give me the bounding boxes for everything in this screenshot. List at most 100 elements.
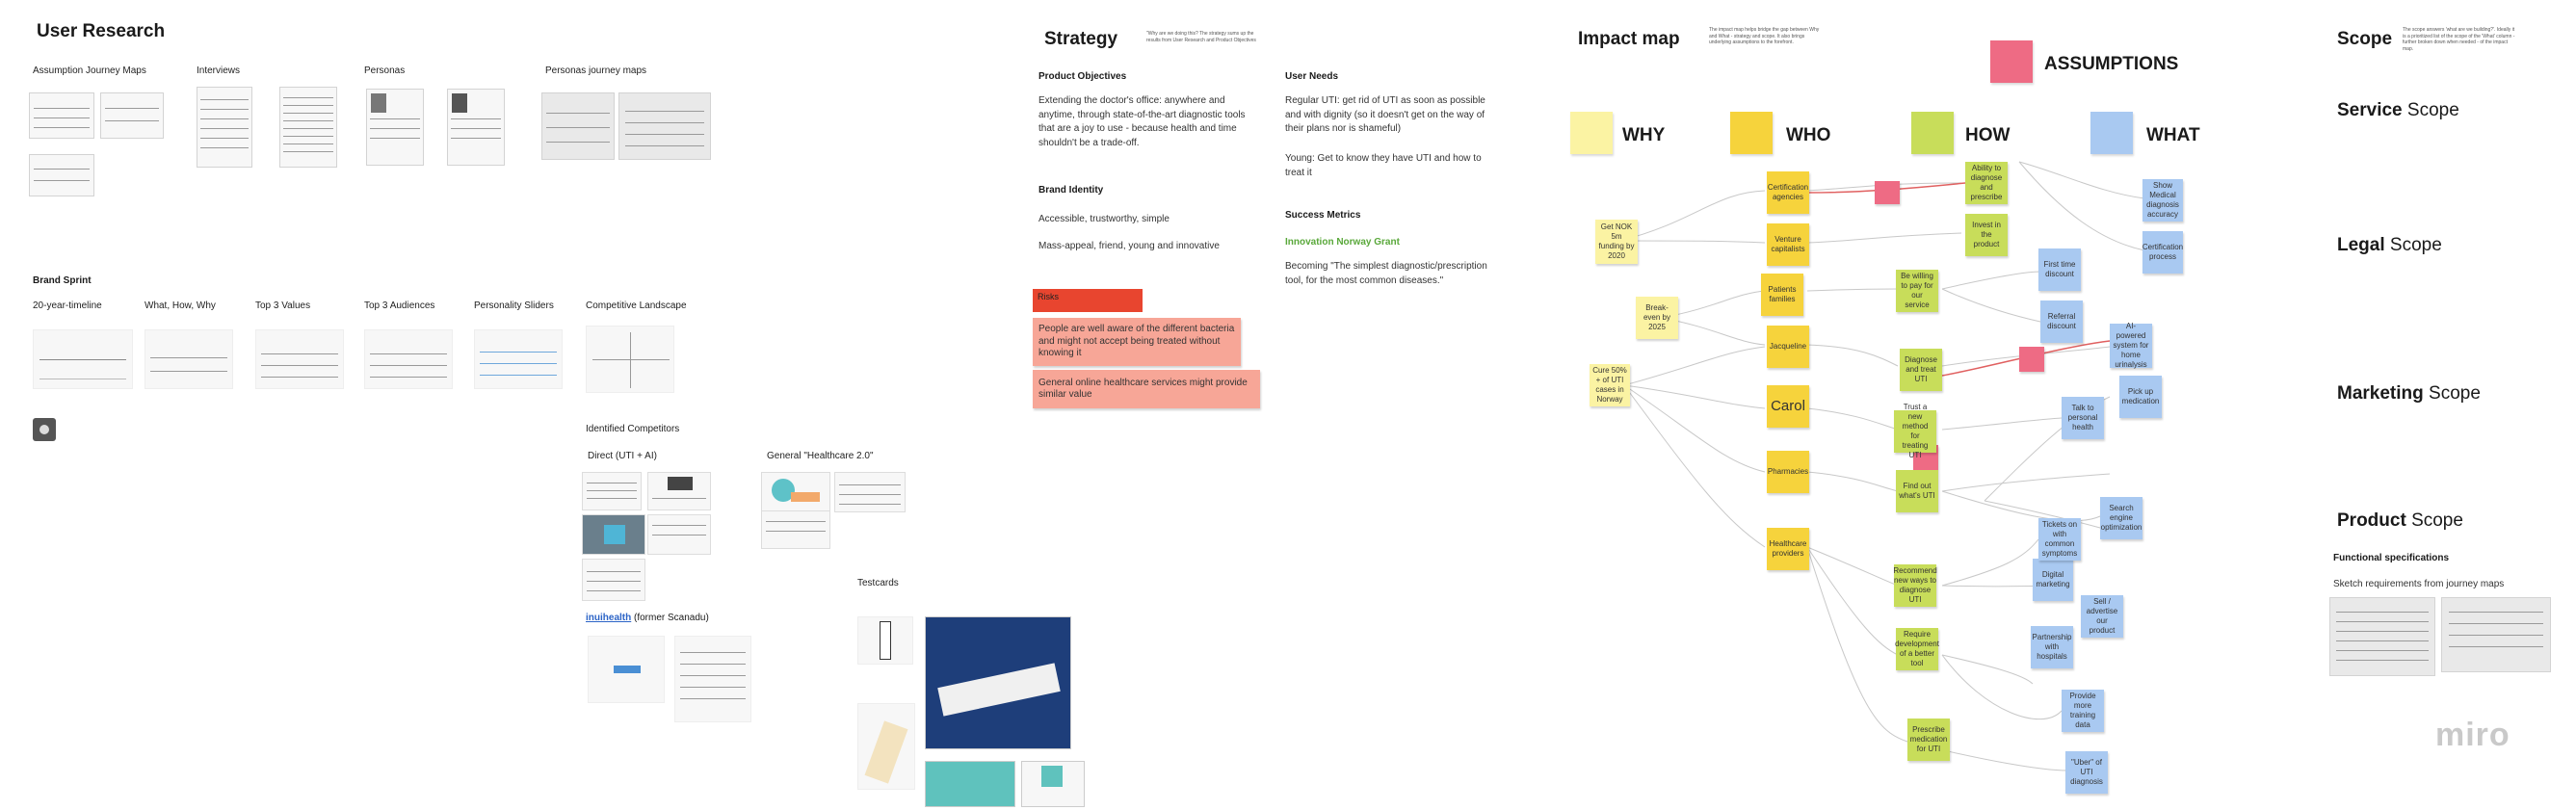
what-sticky[interactable]: Tickets on with common symptoms: [2038, 518, 2081, 561]
competitor-card-illustration[interactable]: [761, 472, 830, 512]
brand-identity-heading: Brand Identity: [1038, 185, 1104, 196]
what-sticky[interactable]: Digital marketing: [2033, 559, 2073, 601]
top-audiences-thumbnail[interactable]: [364, 329, 453, 389]
product-objectives-text: Extending the doctor's office: anywhere …: [1038, 95, 1246, 148]
inui-health-label: inuihealth (former Scanadu): [586, 613, 709, 623]
inui-app-thumbnail[interactable]: [674, 636, 751, 722]
what-sticky[interactable]: AI-powered system for home urinalysis: [2110, 322, 2152, 369]
what-sticky[interactable]: "Uber" of UTI diagnosis: [2065, 751, 2108, 794]
competitor-card[interactable]: [834, 472, 906, 512]
journey-map-thumbnail[interactable]: [29, 154, 94, 196]
product-scope-bold: Product: [2337, 510, 2406, 531]
how-sticky[interactable]: Invest in the product: [1965, 214, 2008, 256]
competitor-card[interactable]: [582, 559, 645, 601]
interview-notes-thumbnail[interactable]: [279, 87, 337, 168]
who-sticky[interactable]: Patients families: [1761, 274, 1803, 316]
marketing-scope-heading: Marketing Scope: [2337, 383, 2481, 405]
persona-journey-map-thumbnail[interactable]: [618, 92, 711, 160]
what-sticky[interactable]: Show Medical diagnosis accuracy: [2142, 179, 2183, 222]
user-needs-line: Young: Get to know they have UTI and how…: [1285, 153, 1482, 178]
who-sticky-carol[interactable]: Carol: [1767, 385, 1809, 428]
competitor-card[interactable]: [647, 472, 711, 510]
why-sticky[interactable]: Break-even by 2025: [1636, 297, 1678, 339]
competitive-landscape-thumbnail[interactable]: [586, 326, 674, 393]
product-objectives-heading: Product Objectives: [1038, 71, 1127, 82]
testcard-image[interactable]: [857, 616, 913, 665]
legal-scope-bold: Legal: [2337, 235, 2385, 255]
interview-notes-thumbnail[interactable]: [197, 87, 252, 168]
persona-card-thumbnail[interactable]: [447, 89, 505, 166]
brand-identity-line: Accessible, trustworthy, simple: [1038, 214, 1170, 224]
brand-sprint-item: Personality Sliders: [474, 300, 554, 311]
risks-label: Risks: [1033, 289, 1143, 312]
who-sticky[interactable]: Pharmacies: [1767, 451, 1809, 493]
how-sticky[interactable]: Prescribe medication for UTI: [1907, 719, 1950, 761]
how-sticky[interactable]: Ability to diagnose and prescribe: [1965, 162, 2008, 204]
who-sticky[interactable]: Jacqueline: [1767, 326, 1809, 368]
how-sticky[interactable]: Trust a new method for treating UTI: [1894, 403, 1936, 459]
assumption-sticky[interactable]: [1875, 181, 1900, 204]
testcard-package[interactable]: [1021, 761, 1085, 807]
what-sticky[interactable]: Pick up medication: [2119, 376, 2162, 418]
inui-logo-thumbnail[interactable]: [588, 636, 665, 703]
inui-health-suffix: (former Scanadu): [634, 613, 709, 623]
what-sticky[interactable]: Sell / advertise our product: [2081, 595, 2123, 638]
what-sticky[interactable]: Provide more training data: [2062, 690, 2104, 732]
journey-map-thumbnail[interactable]: [100, 92, 164, 139]
interviews-label: Interviews: [197, 65, 241, 76]
video-icon[interactable]: [33, 418, 56, 441]
user-research-title: User Research: [37, 21, 166, 41]
why-sticky[interactable]: Cure 50% + of UTI cases in Norway: [1590, 364, 1630, 406]
service-scope-bold: Service: [2337, 100, 2403, 120]
brand-sprint-item: What, How, Why: [145, 300, 216, 311]
assumption-sticky[interactable]: [2019, 347, 2044, 372]
what-sticky[interactable]: Partnership with hospitals: [2031, 626, 2073, 668]
testcard-photo[interactable]: [925, 616, 1071, 749]
sketch-thumbnail[interactable]: [2329, 597, 2435, 676]
testcard-package[interactable]: [925, 761, 1015, 807]
what-sticky[interactable]: First time discount: [2038, 248, 2081, 291]
who-sticky[interactable]: Healthcare providers: [1767, 528, 1809, 570]
persona-journey-map-thumbnail[interactable]: [541, 92, 615, 160]
how-sticky[interactable]: Recommend new ways to diagnose UTI: [1893, 564, 1937, 607]
success-metrics-heading: Success Metrics: [1285, 210, 1361, 221]
what-sticky[interactable]: Referral discount: [2040, 300, 2083, 343]
journey-map-thumbnail[interactable]: [29, 92, 94, 139]
risk-note[interactable]: People are well aware of the different b…: [1033, 318, 1241, 366]
why-sticky[interactable]: Get NOK 5m funding by 2020: [1595, 220, 1638, 264]
what-color-swatch: [2090, 112, 2133, 154]
competitor-card-photo[interactable]: [582, 514, 645, 555]
brand-sprint-item: 20-year-timeline: [33, 300, 102, 311]
impact-map-title: Impact map: [1578, 29, 1680, 49]
competitor-card[interactable]: [647, 514, 711, 555]
impact-map-note: The impact map helps bridge the gap betw…: [1709, 27, 1820, 45]
who-sticky[interactable]: Certification agencies: [1767, 171, 1809, 214]
what-sticky[interactable]: Talk to personal health: [2062, 397, 2104, 439]
what-sticky[interactable]: Certification process: [2142, 231, 2183, 274]
how-sticky[interactable]: Require development of a better tool: [1895, 628, 1939, 670]
testcard-image[interactable]: [857, 703, 915, 790]
top-values-thumbnail[interactable]: [255, 329, 344, 389]
how-sticky[interactable]: Diagnose and treat UTI: [1900, 349, 1942, 391]
how-sticky[interactable]: Find out what's UTI: [1896, 470, 1938, 512]
sketch-thumbnail[interactable]: [2441, 597, 2551, 672]
sketch-requirements-text: Sketch requirements from journey maps: [2333, 579, 2505, 589]
inui-health-link[interactable]: inuihealth: [586, 613, 632, 623]
who-sticky[interactable]: Venture capitalists: [1767, 223, 1809, 266]
timeline-thumbnail[interactable]: [33, 329, 133, 389]
what-heading: WHAT: [2146, 125, 2200, 145]
what-sticky[interactable]: Search engine optimization: [2100, 497, 2142, 539]
scope-word: Scope: [2406, 100, 2459, 120]
personality-sliders-thumbnail[interactable]: [474, 329, 563, 389]
competitor-card[interactable]: [761, 510, 830, 549]
what-how-why-thumbnail[interactable]: [145, 329, 233, 389]
assumptions-heading: ASSUMPTIONS: [2044, 54, 2179, 74]
persona-card-thumbnail[interactable]: [366, 89, 424, 166]
competitor-card[interactable]: [582, 472, 642, 510]
how-sticky[interactable]: Be willing to pay for our service: [1896, 270, 1938, 312]
who-heading: WHO: [1786, 125, 1831, 145]
success-metrics-text: Becoming "The simplest diagnostic/prescr…: [1285, 261, 1487, 286]
scope-title: Scope: [2337, 29, 2393, 49]
risk-note[interactable]: General online healthcare services might…: [1033, 370, 1260, 408]
